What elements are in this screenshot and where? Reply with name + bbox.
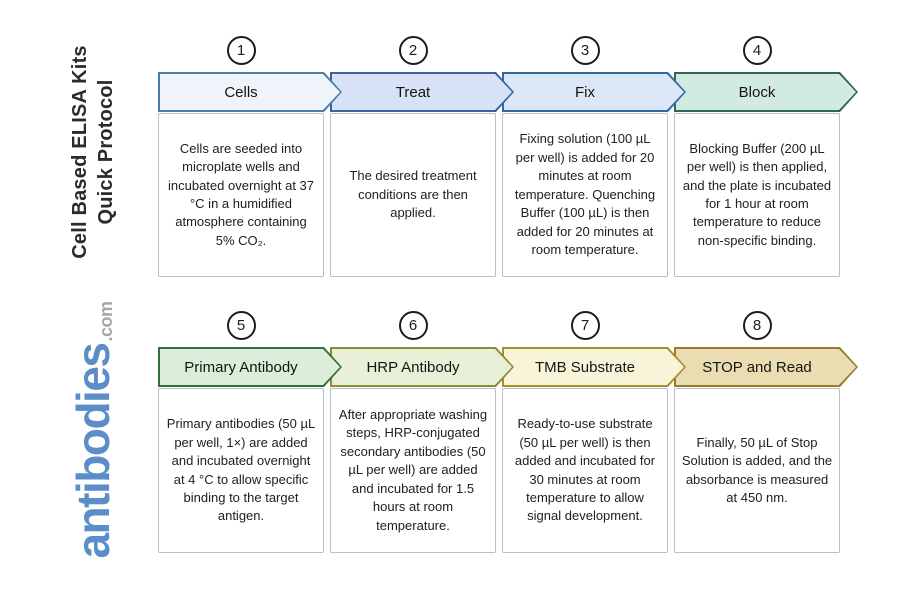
arrow-banner-shape — [502, 347, 686, 387]
step-4-number-cell: 4 — [674, 36, 840, 65]
step-banner-hrp-antibody: HRP Antibody — [330, 347, 496, 387]
arrow-banner-shape — [502, 72, 686, 112]
step-banner-block: Block — [674, 72, 840, 112]
step-4-description-box: Blocking Buffer (200 µL per well) is the… — [674, 113, 840, 277]
page-title-line1: Cell Based ELISA Kits — [69, 45, 91, 259]
step-3-description-box: Fixing solution (100 µL per well) is add… — [502, 113, 668, 277]
step-1-label: Cells — [224, 83, 258, 101]
step-5-number-badge: 5 — [226, 311, 256, 340]
step-8-description: Finally, 50 µL of Stop Solution is added… — [681, 434, 833, 505]
arrow-banner-shape — [330, 347, 514, 387]
page-title-line2: Quick Protocol — [95, 79, 118, 225]
step-8-label: STOP and Read — [702, 358, 812, 376]
step-2-number-badge: 2 — [398, 36, 428, 65]
step-5-description: Primary antibodies (50 µL per well, 1×) … — [166, 416, 316, 524]
step-4-label: Block — [738, 83, 776, 101]
brand-logo-tld: .com — [95, 301, 116, 342]
step-banner-row-1: Cells Treat Fix Block — [158, 72, 840, 112]
step-5-label: Primary Antibody — [184, 358, 298, 376]
step-1-description: Cells are seeded into microplate wells a… — [168, 140, 314, 248]
step-7-number-badge: 7 — [570, 311, 600, 340]
step-banner-row-2: Primary Antibody HRP Antibody TMB Substr… — [158, 347, 840, 387]
step-2-description-box: The desired treatment conditions are the… — [330, 113, 496, 277]
step-3-number-cell: 3 — [502, 36, 668, 65]
step-1-number-cell: 1 — [158, 36, 324, 65]
step-3-label: Fix — [575, 83, 595, 101]
step-4-description: Blocking Buffer (200 µL per well) is the… — [682, 140, 832, 248]
arrow-banner-shape — [674, 72, 858, 112]
step-8-number-cell: 8 — [674, 311, 840, 340]
step-banner-stop-and-read: STOP and Read — [674, 347, 840, 387]
step-5-description-box: Primary antibodies (50 µL per well, 1×) … — [158, 388, 324, 553]
step-6-label: HRP Antibody — [366, 358, 460, 376]
step-6-description: After appropriate washing steps, HRP-con… — [338, 406, 488, 533]
arrow-banner-shape — [330, 72, 514, 112]
page-title: Cell Based ELISA Kits Quick Protocol — [67, 22, 125, 282]
step-4-number-badge: 4 — [742, 36, 772, 65]
step-2-label: Treat — [395, 83, 431, 101]
step-6-number-badge: 6 — [398, 311, 428, 340]
step-7-description: Ready-to-use substrate (50 µL per well) … — [514, 416, 656, 524]
step-2-description: The desired treatment conditions are the… — [349, 168, 477, 221]
step-8-description-box: Finally, 50 µL of Stop Solution is added… — [674, 388, 840, 553]
arrow-banner-shape — [158, 347, 342, 387]
step-3-description: Fixing solution (100 µL per well) is add… — [514, 131, 656, 258]
step-banner-primary-antibody: Primary Antibody — [158, 347, 324, 387]
step-6-number-cell: 6 — [330, 311, 496, 340]
step-7-number-cell: 7 — [502, 311, 668, 340]
step-3-number-badge: 3 — [570, 36, 600, 65]
step-banner-cells: Cells — [158, 72, 324, 112]
step-7-label: TMB Substrate — [534, 358, 636, 376]
brand-logo: antibodies .com — [61, 265, 125, 594]
step-5-number-cell: 5 — [158, 311, 324, 340]
step-6-description-box: After appropriate washing steps, HRP-con… — [330, 388, 496, 553]
step-2-number-cell: 2 — [330, 36, 496, 65]
step-number-row-1: 1 2 3 4 — [158, 36, 840, 65]
step-banner-tmb-substrate: TMB Substrate — [502, 347, 668, 387]
step-banner-fix: Fix — [502, 72, 668, 112]
step-7-description-box: Ready-to-use substrate (50 µL per well) … — [502, 388, 668, 553]
step-1-description-box: Cells are seeded into microplate wells a… — [158, 113, 324, 277]
step-1-number-badge: 1 — [226, 36, 256, 65]
step-number-row-2: 5 6 7 8 — [158, 311, 840, 340]
step-8-number-badge: 8 — [742, 311, 772, 340]
arrow-banner-shape — [158, 72, 342, 112]
step-banner-treat: Treat — [330, 72, 496, 112]
brand-logo-text: antibodies — [67, 343, 119, 559]
step-description-row-2: Primary antibodies (50 µL per well, 1×) … — [158, 388, 840, 553]
step-description-row-1: Cells are seeded into microplate wells a… — [158, 113, 840, 277]
arrow-banner-shape — [674, 347, 858, 387]
